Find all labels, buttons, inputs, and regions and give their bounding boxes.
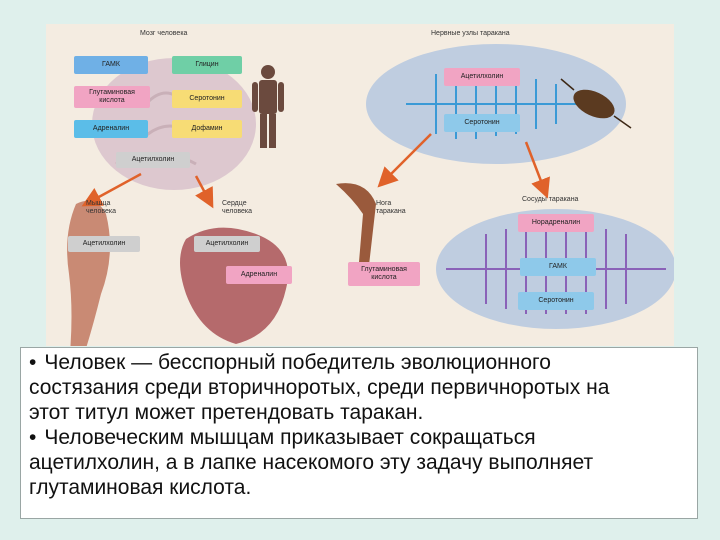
heart-title: Сердце человека xyxy=(222,200,253,215)
caption-textbox: • Человек — бесспорный победитель эволюци… xyxy=(20,347,698,519)
leg-chip: Глутаминовая кислота xyxy=(348,262,420,286)
brain-title: Мозг человека xyxy=(140,30,188,37)
heart-chip-acetylcholine: Ацетилхолин xyxy=(194,236,260,252)
vessels-chip-noradrenaline: Норадреналин xyxy=(518,214,594,232)
p2-line2: ацетилхолин, а в лапке насекомого эту за… xyxy=(29,451,594,474)
vessels-chip-gaba: ГАМК xyxy=(520,258,596,276)
muscle-title: Мышца человека xyxy=(86,200,117,215)
human-silhouette xyxy=(252,65,284,148)
vessels-title: Сосуды таракана xyxy=(522,196,579,203)
bullet-paragraph-2: • Человеческим мышцам приказывает сокраща… xyxy=(29,425,687,500)
p1-line3: этот титул может претендовать таракан. xyxy=(29,401,424,424)
chip-gaba: ГАМК xyxy=(74,56,148,74)
cockroach-title: Нервные узлы таракана xyxy=(431,30,510,37)
p1-line2: состязания среди вторичноротых, среди пе… xyxy=(29,376,610,399)
neurotransmitter-diagram: Мозг человека Нервные узлы таракана ГАМК… xyxy=(46,24,674,346)
chip-acetylcholine: Ацетилхолин xyxy=(116,152,190,168)
cockroach-illustration xyxy=(560,78,632,129)
p2-line1: Человеческим мышцам приказывает сокращат… xyxy=(44,426,536,449)
chip-adrenaline: Адреналин xyxy=(74,120,148,138)
heart-illustration xyxy=(180,227,288,344)
chip-dopamine: Дофамин xyxy=(172,120,242,138)
arrows xyxy=(81,133,550,209)
vessels-chip-serotonin: Серотонин xyxy=(518,292,594,310)
bullet-paragraph-1: • Человек — бесспорный победитель эволюци… xyxy=(29,350,687,425)
p1-line1: Человек — бесспорный победитель эволюцио… xyxy=(44,351,551,374)
ganglia-chip-acetylcholine: Ацетилхолин xyxy=(444,68,520,86)
bullet-marker: • xyxy=(29,351,37,374)
leg-title: Нога таракана xyxy=(376,200,406,215)
cockroach-leg-illustration xyxy=(336,183,376,274)
chip-glutamate: Глутаминовая кислота xyxy=(74,86,150,108)
chip-serotonin: Серотонин xyxy=(172,90,242,108)
p2-line3: глутаминовая кислота. xyxy=(29,476,252,499)
muscle-chip: Ацетилхолин xyxy=(68,236,140,252)
muscle-illustration xyxy=(67,200,110,346)
bullet-marker: • xyxy=(29,426,37,449)
heart-chip-adrenaline: Адреналин xyxy=(226,266,292,284)
ganglia-chip-serotonin: Серотонин xyxy=(444,114,520,132)
chip-glycine: Глицин xyxy=(172,56,242,74)
